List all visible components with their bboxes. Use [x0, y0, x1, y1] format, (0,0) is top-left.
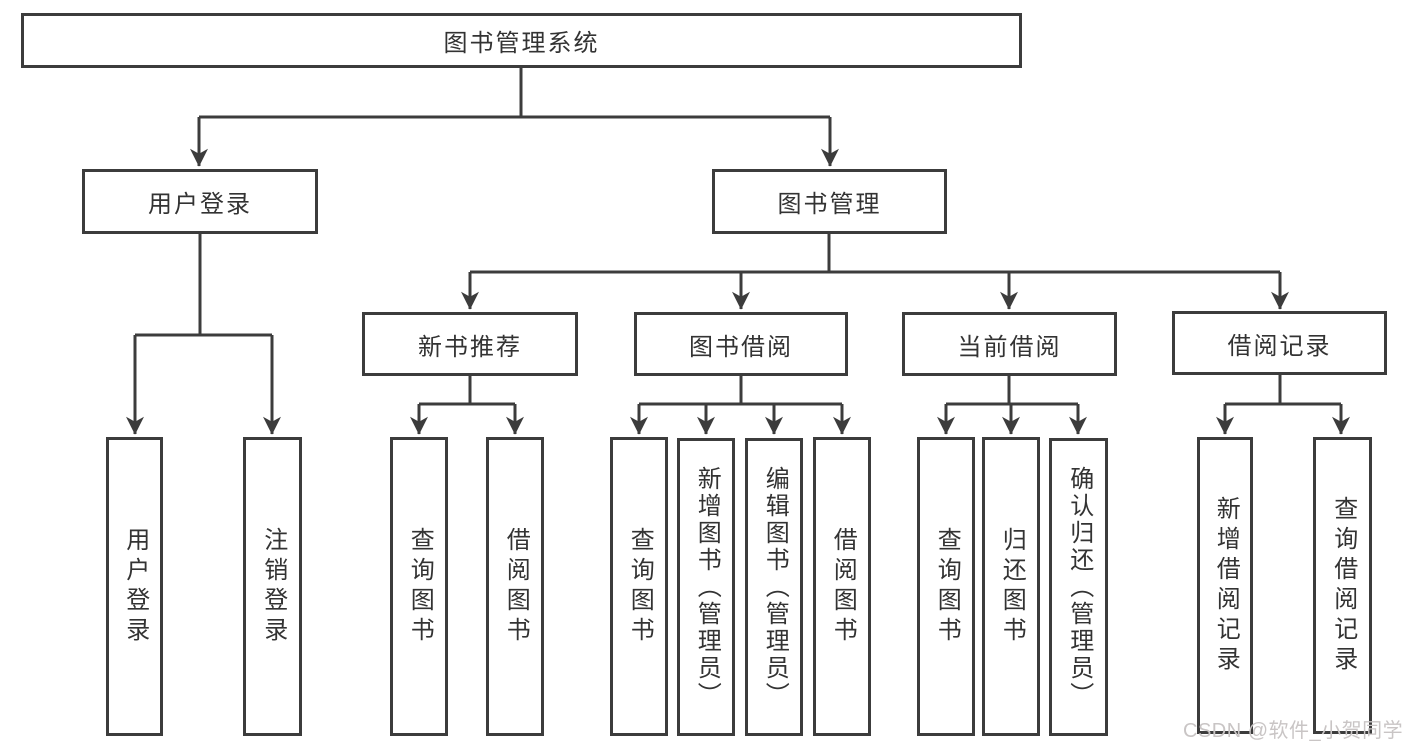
leaf-borrowing-edit-books-admin: 编辑图书（管理员） [745, 438, 803, 736]
node-label: 新增图书（管理员） [693, 465, 721, 709]
node-label: 归还图书 [998, 526, 1026, 647]
node-library-management-system: 图书管理系统 [21, 13, 1022, 68]
node-label: 当前借阅 [957, 333, 1062, 361]
node-label: 查询图书 [933, 526, 961, 647]
node-label: 新增借阅记录 [1212, 495, 1240, 676]
node-label: 用户登录 [121, 526, 149, 647]
leaf-user-login: 用户登录 [106, 437, 163, 736]
leaf-newbooks-query-books: 查询图书 [390, 437, 448, 736]
node-label: 借阅记录 [1227, 332, 1332, 360]
node-label: 查询图书 [626, 526, 654, 647]
leaf-logout: 注销登录 [243, 437, 302, 736]
node-label: 编辑图书（管理员） [761, 465, 789, 709]
node-label: 新书推荐 [418, 333, 522, 361]
leaf-records-query-record: 查询借阅记录 [1313, 437, 1372, 734]
node-label: 图书管理 [777, 191, 882, 218]
node-label: 借阅图书 [829, 526, 857, 647]
leaf-current-query-books: 查询图书 [917, 437, 975, 736]
leaf-newbooks-borrow-books: 借阅图书 [486, 437, 544, 736]
leaf-current-confirm-return-admin: 确认归还（管理员） [1049, 438, 1108, 736]
node-book-management: 图书管理 [712, 169, 947, 234]
csdn-watermark: CSDN @软件_小贺同学 [1183, 720, 1404, 742]
node-label: 确认归还（管理员） [1065, 465, 1093, 709]
node-book-borrowing: 图书借阅 [634, 312, 848, 376]
node-label: 注销登录 [259, 526, 287, 647]
node-label: 查询借阅记录 [1329, 495, 1357, 676]
node-label: 图书管理系统 [443, 30, 600, 57]
leaf-borrowing-add-books-admin: 新增图书（管理员） [677, 438, 735, 736]
node-current-borrowing: 当前借阅 [902, 312, 1117, 376]
node-label: 查询图书 [406, 526, 434, 647]
leaf-borrowing-borrow-books: 借阅图书 [813, 437, 871, 736]
node-user-login: 用户登录 [82, 169, 318, 234]
leaf-current-return-books: 归还图书 [982, 437, 1040, 736]
node-label: 图书借阅 [689, 333, 793, 361]
node-new-book-recommend: 新书推荐 [362, 312, 578, 376]
leaf-borrowing-query-books: 查询图书 [610, 437, 668, 736]
node-label: 借阅图书 [502, 526, 530, 647]
leaf-records-add-record: 新增借阅记录 [1197, 437, 1253, 734]
node-borrow-records: 借阅记录 [1172, 311, 1387, 375]
node-label: 用户登录 [148, 191, 252, 218]
